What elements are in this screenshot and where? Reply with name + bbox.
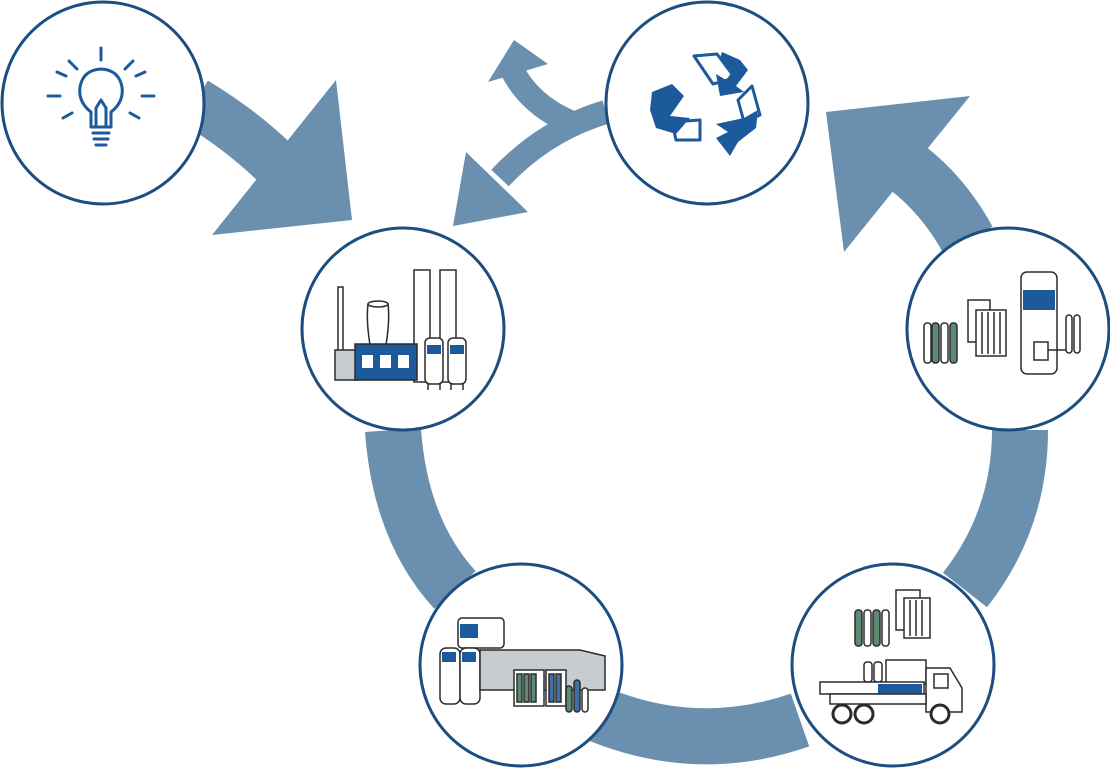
arrow-filling-to-distribution (589, 688, 810, 765)
truck-delivery-icon (819, 589, 963, 725)
lightbulb-icon (46, 46, 156, 147)
arrow-heads (212, 40, 970, 252)
onsite-storage-icon (923, 271, 1081, 375)
factory-plant-icon (334, 269, 467, 390)
arrowhead-exit (488, 40, 548, 82)
truck (819, 659, 963, 725)
arrow-production-to-filling (365, 427, 477, 609)
bundle-racks (967, 299, 1007, 357)
arrowhead-recycle (826, 96, 970, 252)
arrow-recycle-to-exit (501, 64, 575, 134)
recycle-icon (650, 52, 762, 156)
cylinder-group (923, 322, 958, 364)
production-circle (300, 226, 506, 432)
arrowhead-production-large (212, 80, 352, 235)
arrowhead-production-small (453, 152, 528, 226)
arrow-distribution-to-storage (942, 429, 1048, 608)
bulk-tank (1020, 271, 1081, 375)
cylinders-top (854, 589, 931, 647)
arrow-recycle-to-production (491, 100, 610, 187)
filling-plant-icon (439, 617, 606, 713)
recycling-circle (604, 0, 810, 206)
customer-storage-circle (905, 226, 1110, 432)
